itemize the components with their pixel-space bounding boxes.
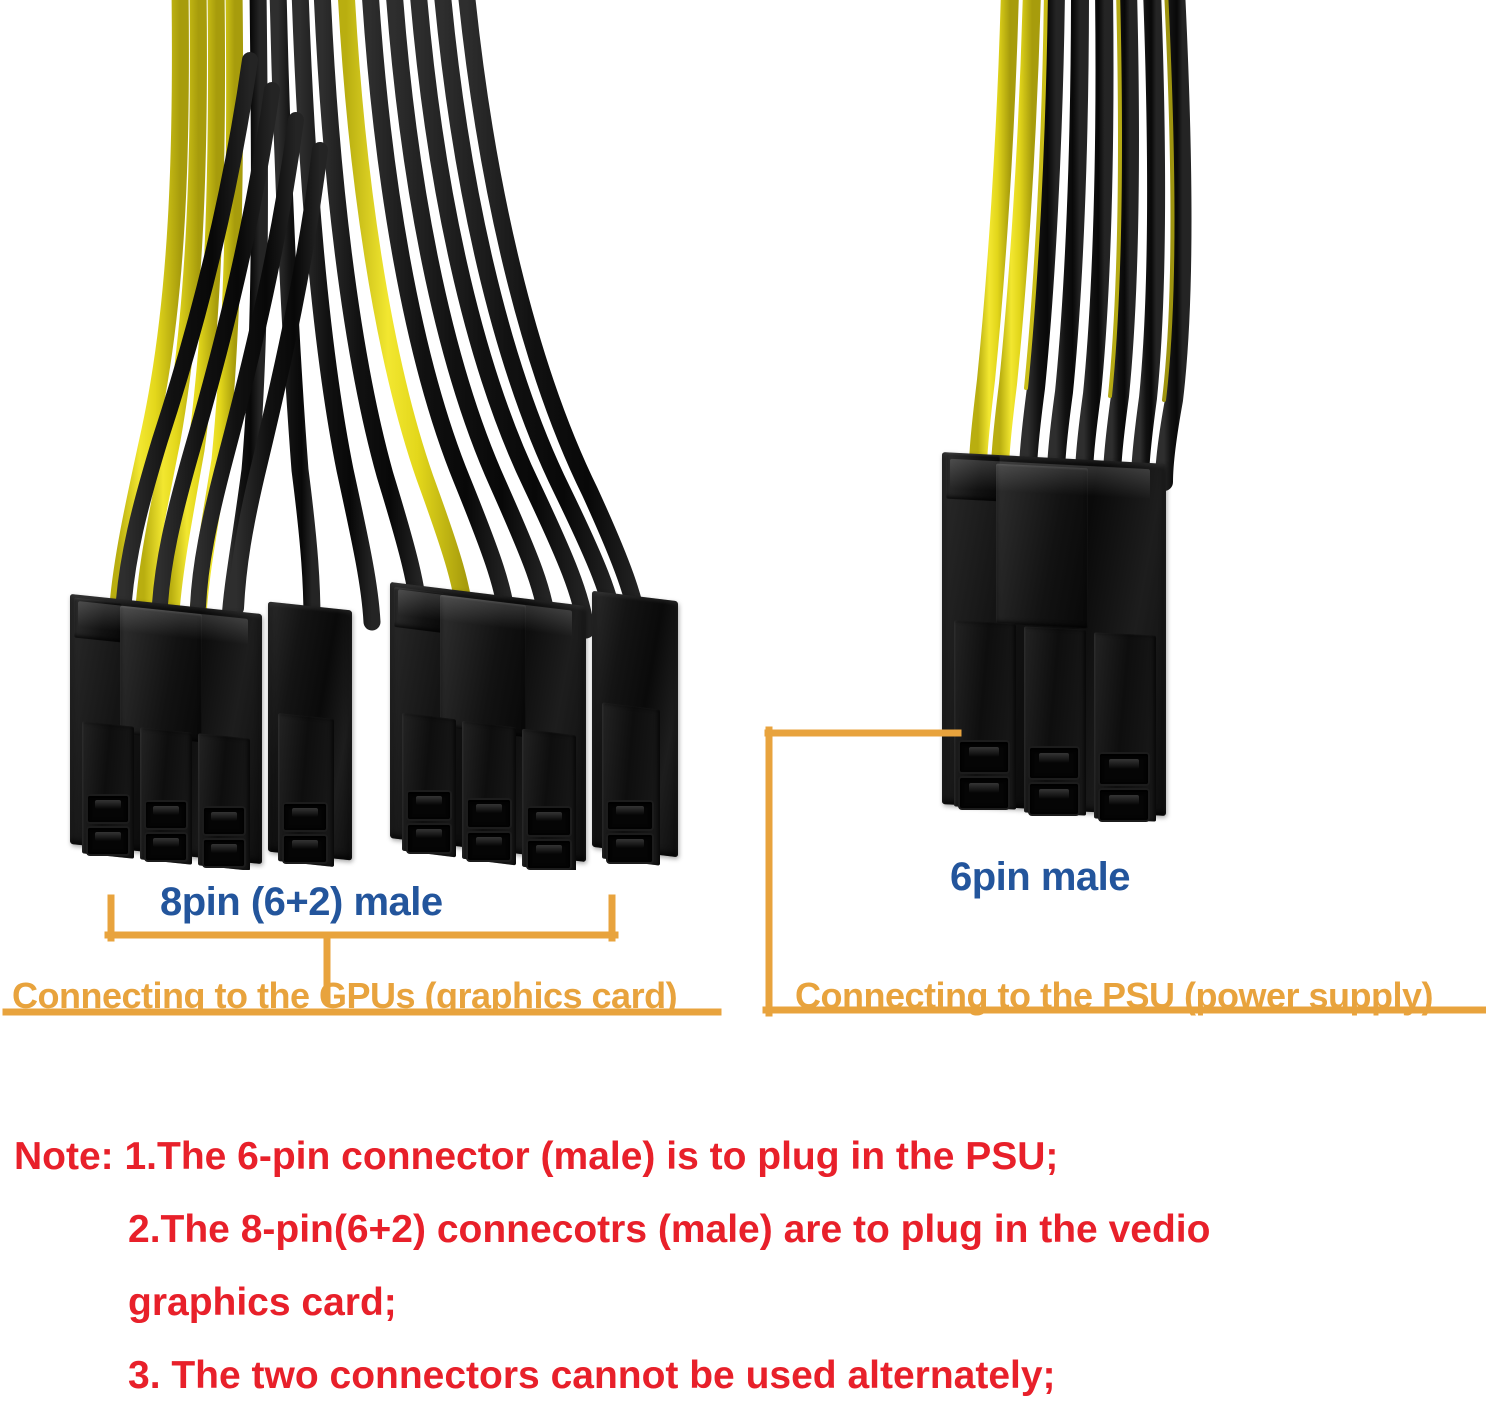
note-block: Note: 1.The 6-pin connector (male) is to… <box>0 1120 1486 1412</box>
pin-cavity <box>408 792 450 819</box>
pin-cavity <box>1100 754 1148 784</box>
latch-clip <box>74 597 122 643</box>
connector-6pin-right <box>930 452 1190 842</box>
pin-cavity <box>528 841 570 868</box>
note-line-1: Note: 1.The 6-pin connector (male) is to… <box>14 1135 1059 1178</box>
pin-cavity <box>204 840 244 866</box>
pin-cavity <box>204 808 244 834</box>
pin-cavity <box>88 796 128 822</box>
pin-cavity <box>88 828 128 854</box>
note-line-4: 3. The two connectors cannot be used alt… <box>128 1354 1056 1397</box>
left-wire-bundle <box>109 0 649 643</box>
pin-cavity <box>284 804 326 830</box>
cable-wires <box>109 0 1192 643</box>
pin-cavity <box>528 808 570 835</box>
pin-cavity <box>960 742 1008 772</box>
pin-cavity <box>1100 790 1148 820</box>
pin-cavity <box>608 802 652 829</box>
connector-8pin-left-a <box>60 593 360 870</box>
caption-connect-psu: Connecting to the PSU (power supply) <box>795 975 1434 1016</box>
pin-cavity <box>1030 748 1078 778</box>
pin-cavity <box>146 834 186 860</box>
connector-8pin-left-b <box>382 581 682 870</box>
right-wire-bundle <box>969 0 1192 491</box>
product-photo <box>60 0 1192 870</box>
pin-cavity <box>284 836 326 862</box>
pin-cavity <box>468 833 510 860</box>
caption-connect-gpus: Connecting to the GPUs (graphics card) <box>12 975 678 1016</box>
latch-clip <box>946 452 1000 502</box>
note-line-2: 2.The 8-pin(6+2) connecotrs (male) are t… <box>128 1208 1211 1251</box>
note-line-3: graphics card; <box>128 1281 397 1324</box>
latch-arm <box>440 594 526 738</box>
pin-cavity <box>408 825 450 852</box>
label-8pin-male: 8pin (6+2) male <box>160 880 443 924</box>
pin-cavity <box>960 778 1008 808</box>
latch-arm <box>120 605 202 743</box>
pin-cavity <box>146 802 186 828</box>
pin-cavity <box>1030 784 1078 814</box>
pin-cavity <box>608 835 652 862</box>
latch-arm <box>996 463 1088 629</box>
latch-clip <box>394 586 444 634</box>
pin-cavity <box>468 800 510 827</box>
